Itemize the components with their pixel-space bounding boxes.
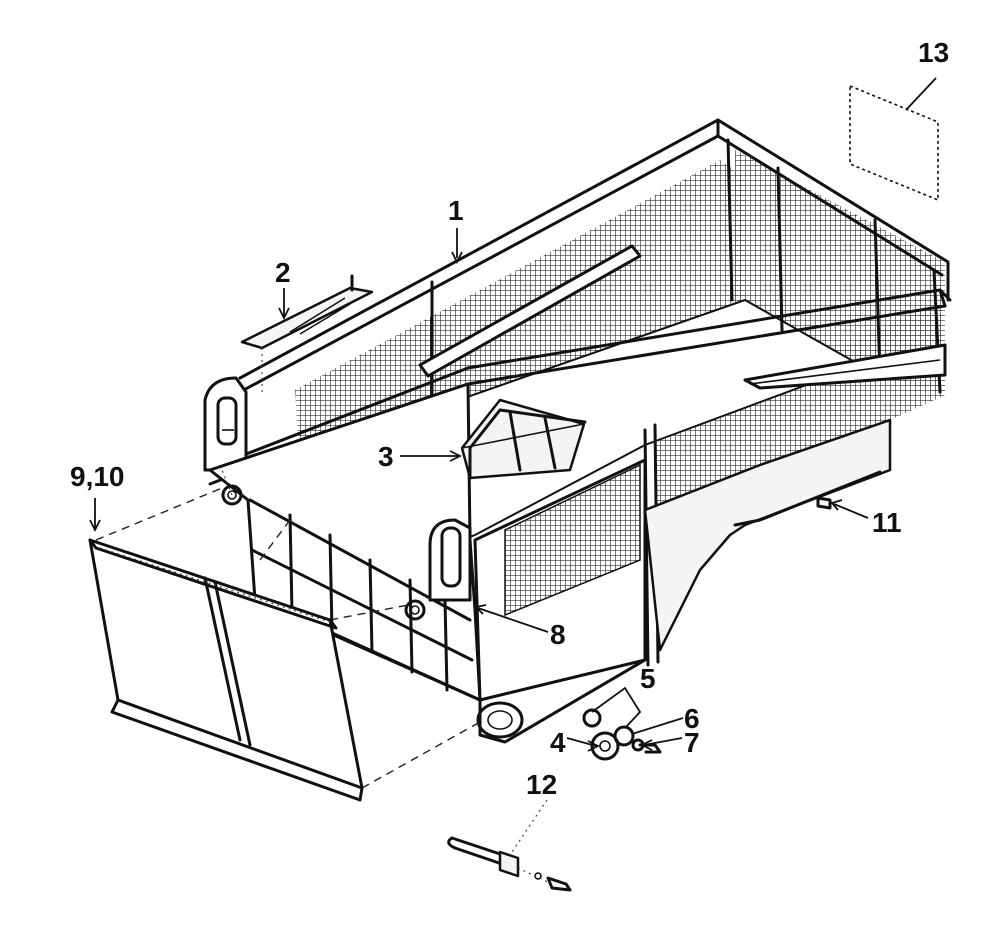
fastener [816, 496, 832, 510]
bracket [240, 274, 374, 395]
callout-1: 1 [448, 195, 464, 226]
center-guard [460, 398, 587, 480]
explode-lines [95, 469, 481, 789]
callout-11: 11 [872, 507, 902, 538]
callout-13: 13 [918, 37, 949, 68]
callout-2: 2 [275, 257, 291, 288]
callout-8: 8 [550, 619, 566, 650]
leader-lines [89, 77, 937, 853]
callout-12: 12 [526, 769, 557, 800]
callout-7: 7 [684, 727, 700, 758]
callout-6: 6 [684, 703, 700, 734]
callout-9-10: 9,10 [70, 461, 125, 492]
callout-5: 5 [640, 663, 656, 694]
decal-plate [849, 84, 939, 202]
callout-4: 4 [550, 727, 566, 758]
hardware-assembly [582, 708, 662, 761]
callout-3: 3 [378, 441, 394, 472]
callout-labels: 1 2 3 4 5 6 7 8 9,10 11 12 13 [70, 37, 949, 800]
lock-pin [447, 836, 572, 892]
